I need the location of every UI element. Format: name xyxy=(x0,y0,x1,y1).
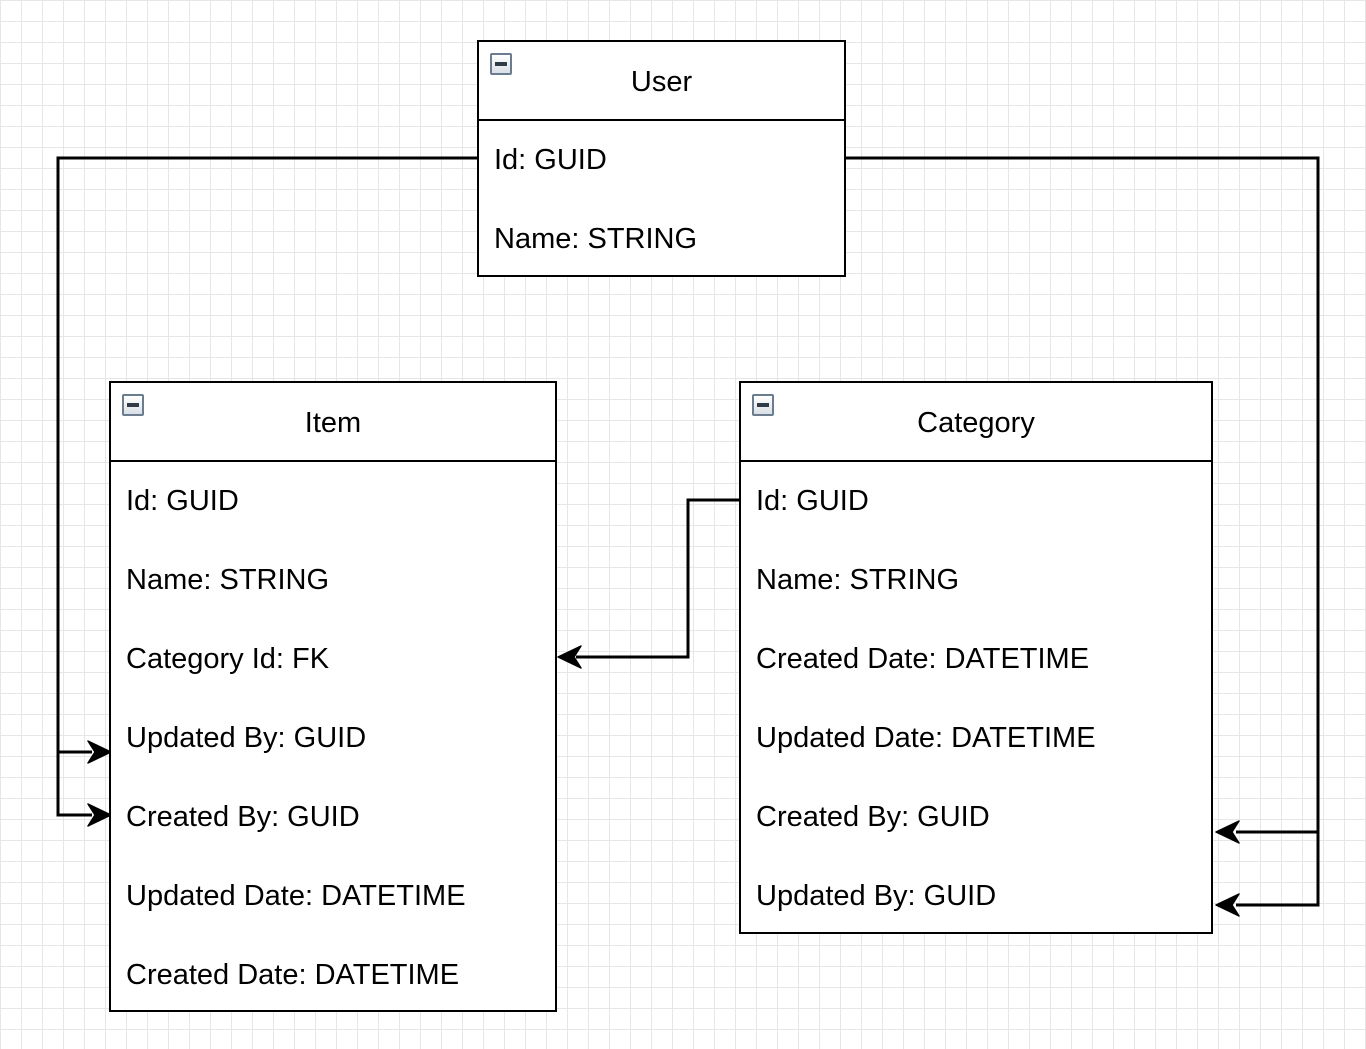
connector-user-to-category-updated-by[interactable] xyxy=(1236,832,1320,907)
entity-item[interactable]: Item Id: GUID Name: STRING Category Id: … xyxy=(109,381,557,1012)
field-name[interactable]: Name: STRING xyxy=(126,564,330,596)
entity-user[interactable]: User Id: GUID Name: STRING xyxy=(477,40,846,277)
entity-category[interactable]: Category Id: GUID Name: STRING Created D… xyxy=(739,381,1213,934)
field-id[interactable]: Id: GUID xyxy=(756,485,869,517)
arrowhead-category-created-by-icon xyxy=(1215,820,1240,844)
connector-user-to-item-created-by[interactable] xyxy=(56,752,92,817)
arrowhead-item-created-by-icon xyxy=(87,803,112,827)
entity-title: Item xyxy=(304,407,362,439)
minus-square-icon[interactable] xyxy=(122,394,144,416)
entity-header[interactable]: Item xyxy=(111,383,555,462)
field-id[interactable]: Id: GUID xyxy=(126,485,239,517)
entity-title: Category xyxy=(917,407,1035,439)
entity-header[interactable]: User xyxy=(479,42,844,121)
entity-fields: Id: GUID Name: STRING Created Date: DATE… xyxy=(741,462,1211,936)
minus-square-icon[interactable] xyxy=(490,53,512,75)
connector-user-to-category-created-by[interactable] xyxy=(846,156,1320,834)
minus-square-icon[interactable] xyxy=(752,394,774,416)
field-id[interactable]: Id: GUID xyxy=(494,144,607,176)
entity-title: User xyxy=(630,66,693,98)
field-created-date[interactable]: Created Date: DATETIME xyxy=(126,959,460,991)
arrowhead-category-updated-by-icon xyxy=(1215,893,1240,917)
field-category-id[interactable]: Category Id: FK xyxy=(126,643,330,675)
field-created-date[interactable]: Created Date: DATETIME xyxy=(756,643,1090,675)
field-created-by[interactable]: Created By: GUID xyxy=(756,801,990,833)
entity-fields: Id: GUID Name: STRING Category Id: FK Up… xyxy=(111,462,555,1015)
field-name[interactable]: Name: STRING xyxy=(756,564,960,596)
field-updated-by[interactable]: Updated By: GUID xyxy=(756,880,997,912)
connector-category-to-item-category-id[interactable] xyxy=(576,498,739,659)
field-name[interactable]: Name: STRING xyxy=(494,223,698,255)
field-created-by[interactable]: Created By: GUID xyxy=(126,801,360,833)
field-updated-date[interactable]: Updated Date: DATETIME xyxy=(756,722,1096,754)
entity-fields: Id: GUID Name: STRING xyxy=(479,121,844,279)
field-updated-date[interactable]: Updated Date: DATETIME xyxy=(126,880,466,912)
entity-header[interactable]: Category xyxy=(741,383,1211,462)
connector-user-to-item-updated-by[interactable] xyxy=(56,156,477,754)
arrowhead-item-updated-by-icon xyxy=(87,740,112,764)
arrowhead-item-category-id-icon xyxy=(557,645,582,669)
field-updated-by[interactable]: Updated By: GUID xyxy=(126,722,367,754)
